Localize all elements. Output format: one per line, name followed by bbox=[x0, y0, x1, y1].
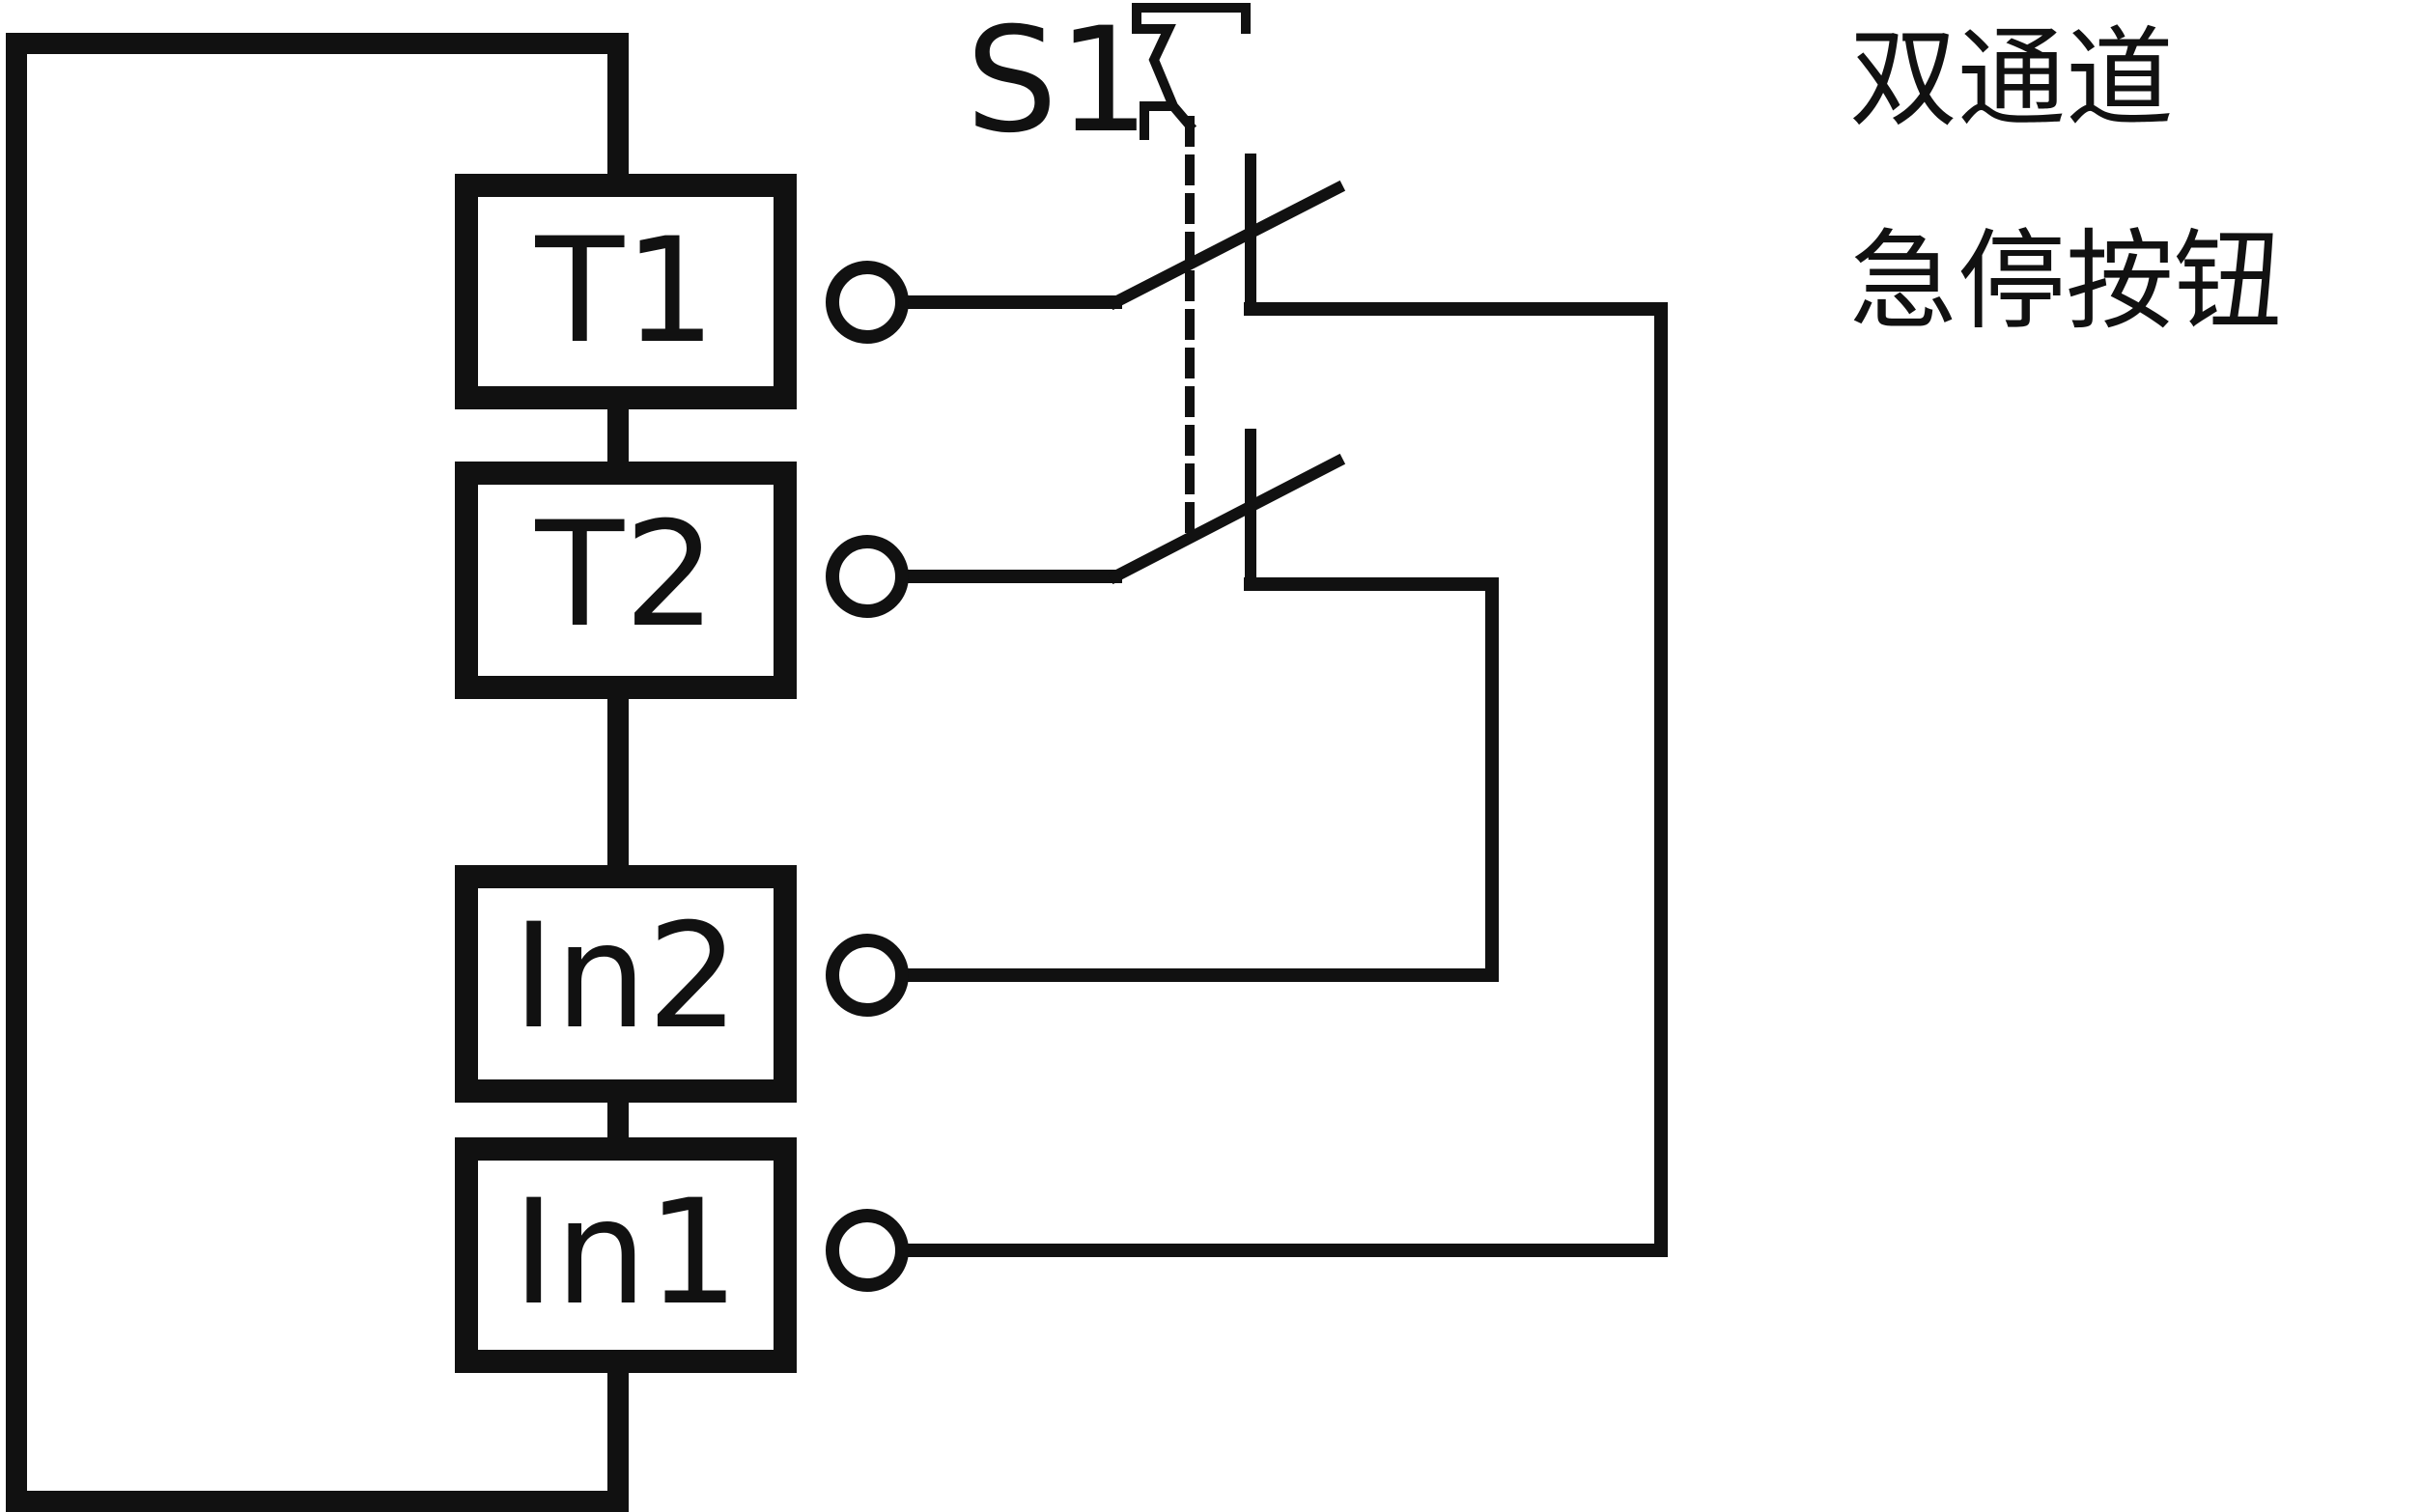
block-in2: In2 bbox=[455, 865, 797, 1103]
channel-1-wiring bbox=[901, 154, 1668, 1257]
block-in2-label: In2 bbox=[513, 893, 740, 1061]
terminal-t1 bbox=[826, 261, 909, 344]
block-in1-label: In1 bbox=[513, 1169, 740, 1337]
title-line-2: 急停按钮 bbox=[1849, 219, 2282, 345]
block-t2: T2 bbox=[455, 462, 797, 699]
left-return-wire bbox=[6, 33, 629, 1512]
title-line-1: 双通道 bbox=[1849, 16, 2174, 142]
terminal-in1 bbox=[826, 1209, 909, 1292]
terminal-t2 bbox=[826, 535, 909, 618]
terminal-in2 bbox=[826, 934, 909, 1017]
block-in1: In1 bbox=[455, 1137, 797, 1373]
block-t1: T1 bbox=[455, 174, 797, 409]
block-t1-label: T1 bbox=[534, 208, 716, 376]
block-t2-label: T2 bbox=[534, 491, 716, 659]
push-button-head bbox=[1132, 3, 1251, 140]
switch-label: S1 bbox=[966, 0, 1150, 165]
channel-2-wiring bbox=[901, 429, 1499, 982]
